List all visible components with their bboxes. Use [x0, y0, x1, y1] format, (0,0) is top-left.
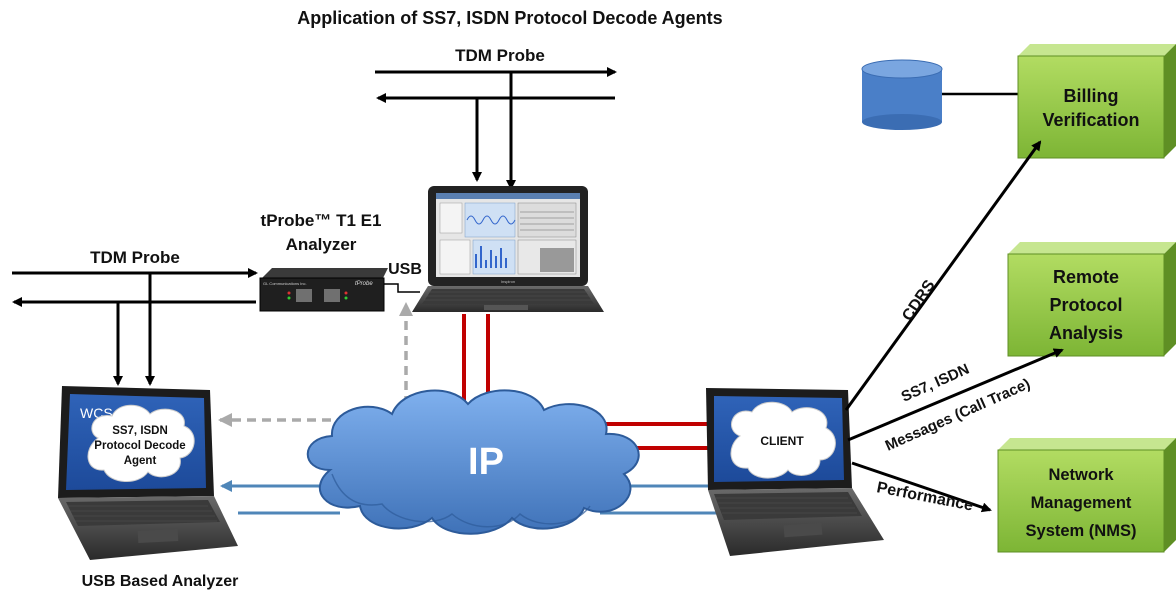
nms-line1: Network: [1048, 466, 1114, 484]
usb-dashed-path: [218, 302, 413, 427]
ip-cloud: IP: [306, 389, 640, 535]
left-laptop-caption: USB Based Analyzer: [82, 573, 239, 590]
client-laptop: CLIENT: [706, 388, 884, 556]
performance-label: Performance: [875, 479, 974, 514]
billing-line1: Billing: [1064, 86, 1119, 106]
remote-protocol-analysis-box: Remote Protocol Analysis: [1007, 242, 1176, 357]
left-laptop-line1: SS7, ISDN: [112, 425, 168, 437]
cdrs-label: CDRS: [899, 277, 939, 324]
ip-cloud-label: IP: [468, 441, 504, 483]
client-arrows: [844, 140, 1064, 513]
database-icon: [861, 59, 943, 130]
left-laptop: WCS SS7, ISDN Protocol Decode Agent USB …: [58, 386, 238, 590]
left-laptop-line3: Agent: [124, 455, 157, 467]
billing-line2: Verification: [1042, 110, 1139, 130]
usb-cable: [384, 283, 420, 293]
client-label: CLIENT: [760, 434, 804, 448]
ss7-label-line1: SS7, ISDN: [899, 361, 972, 406]
nms-line3: System (NMS): [1026, 522, 1137, 540]
diagram-title: Application of SS7, ISDN Protocol Decode…: [297, 8, 722, 28]
remote-line3: Analysis: [1049, 323, 1123, 343]
tprobe-brand: tProbe: [355, 281, 373, 287]
nms-line2: Management: [1031, 494, 1132, 512]
remote-line2: Protocol: [1049, 295, 1122, 315]
blue-links: [220, 480, 730, 519]
left-tdm-probe: TDM Probe: [12, 248, 258, 386]
remote-line1: Remote: [1053, 267, 1119, 287]
tprobe-name-line2: Analyzer: [286, 235, 357, 254]
billing-verification-box: Billing Verification: [1017, 44, 1176, 159]
tprobe-device: tProbe™ T1 E1 Analyzer GL Communications…: [259, 211, 388, 312]
top-tdm-probe-label: TDM Probe: [455, 46, 545, 65]
left-laptop-line2: Protocol Decode: [94, 440, 185, 452]
top-tdm-probe: TDM Probe: [375, 46, 617, 190]
usb-label: USB: [388, 261, 422, 278]
top-laptop: Inspiron: [412, 186, 604, 312]
left-tdm-probe-label: TDM Probe: [90, 248, 180, 267]
top-laptop-brand: Inspiron: [501, 279, 515, 284]
tprobe-name-line1: tProbe™ T1 E1: [261, 211, 382, 230]
nms-box: Network Management System (NMS): [997, 438, 1176, 553]
tprobe-maker: GL Communications Inc.: [263, 281, 307, 286]
